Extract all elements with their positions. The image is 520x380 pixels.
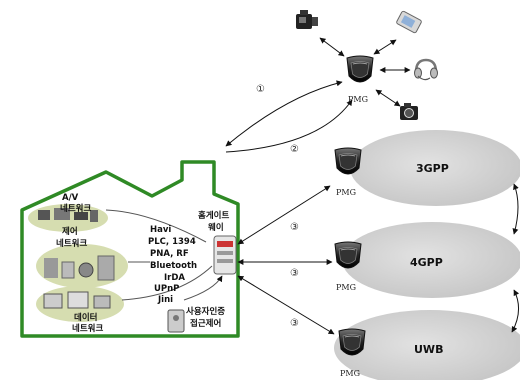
protocol-havi: Havi [150, 225, 171, 235]
control-network-label-1: 제어 [62, 226, 78, 237]
protocol-list: Havi PLC, 1394 PNA, RF Bluetooth IrDA UP… [148, 225, 197, 305]
protocol-upnp: UPnP [154, 284, 179, 294]
auth-label-1: 사용자인증 [186, 306, 225, 317]
protocol-irda: IrDA [164, 273, 185, 283]
protocol-bluetooth: Bluetooth [150, 261, 197, 271]
data-network: 데이터 네트워크 [36, 286, 124, 334]
link-4gpp-label: ③ [290, 268, 299, 279]
pmg-top-label: PMG [348, 95, 368, 104]
headset-icon [414, 58, 438, 81]
gateway-label-2: 웨이 [208, 222, 224, 233]
pda-icon [396, 10, 422, 34]
control-network: 제어 네트워크 [36, 226, 128, 288]
protocol-plc-1394: PLC, 1394 [148, 237, 196, 247]
outside-links [225, 80, 353, 335]
device-links [319, 37, 411, 107]
data-network-label-1: 데이터 [74, 312, 97, 323]
home-gateway: 홈게이트 웨이 [198, 210, 237, 275]
av-network-label-2: 네트워크 [60, 203, 91, 214]
pmg-top: PMG [346, 55, 374, 104]
network-3gpp-title: 3GPP [416, 162, 449, 175]
av-network: A/V 네트워크 [28, 193, 108, 232]
inter-network-links [511, 183, 520, 333]
link-2-label: ② [290, 144, 299, 155]
network-uwb: UWB PMG [334, 310, 520, 380]
network-4gpp-title: 4GPP [410, 256, 443, 269]
house-links [105, 209, 213, 301]
auth-device: 사용자인증 접근제어 [167, 275, 225, 333]
data-network-label-2: 네트워크 [72, 323, 103, 334]
network-3gpp: 3GPP PMG [334, 130, 520, 206]
camcorder-icon [296, 10, 318, 29]
network-uwb-title: UWB [414, 343, 443, 356]
auth-label-2: 접근제어 [190, 318, 221, 329]
network-4gpp-pmg: PMG [336, 283, 356, 292]
link-3gpp-label: ③ [290, 222, 299, 233]
protocol-pna-rf: PNA, RF [150, 249, 189, 259]
link-1-label: ① [256, 84, 265, 95]
camera-icon [400, 103, 418, 120]
av-network-label-1: A/V [62, 193, 79, 203]
link-uwb-label: ③ [290, 318, 299, 329]
protocol-jini: Jini [157, 295, 173, 305]
network-uwb-pmg: PMG [340, 369, 360, 378]
network-3gpp-pmg: PMG [336, 188, 356, 197]
control-network-label-2: 네트워크 [56, 238, 87, 249]
gateway-label-1: 홈게이트 [198, 210, 229, 221]
network-4gpp: 4GPP PMG [334, 222, 520, 298]
